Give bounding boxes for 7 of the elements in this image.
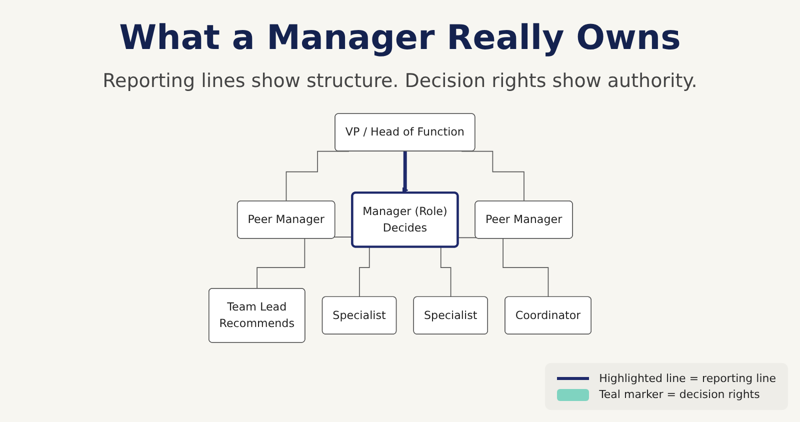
legend-text: Teal marker = decision rights [599,388,760,401]
connector [458,237,549,298]
legend-text: Highlighted line = reporting line [599,372,776,385]
arrow [402,150,408,194]
subtitle: Reporting lines show structure. Decision rights show authority. [102,70,698,92]
connector [256,236,353,290]
title: What a Manager Really Owns [118,18,682,58]
